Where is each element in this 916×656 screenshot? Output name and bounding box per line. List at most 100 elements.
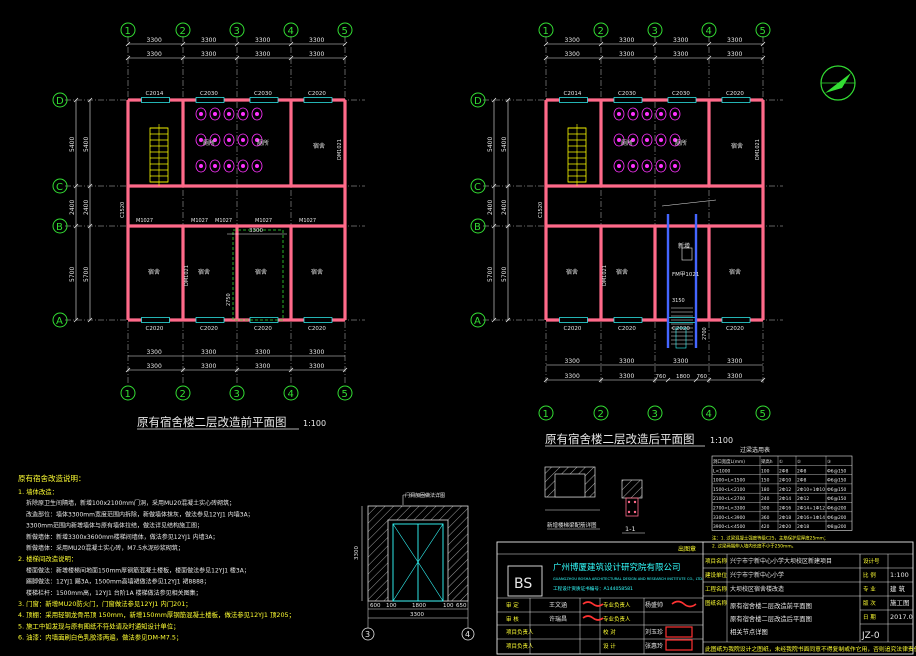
axis-label-left: A [474,316,481,327]
note-line: 踢脚做法：12YJ1 踢3A，1500mm高墙裙做法参见12YJ1 裙8888； [26,578,210,586]
toilet-fixture [251,133,263,147]
lintel-cell: 2Ф12 [797,496,809,502]
note-line: 5. 施工中如发现与原有图纸不符处请及时通知设计单位； [18,621,180,630]
dim-text-bottom: 3300 [619,358,634,365]
window-bottom [141,317,170,323]
dim-2750: 2750 [226,293,232,306]
signature-mark [582,615,604,621]
right-label: 专 业 [863,585,876,593]
lintel-cell: 3900<L<4500 [713,524,745,530]
window-tag-top: C2014 [564,91,582,97]
right-label: 设计号 [863,557,880,565]
door-tag: M1027 [299,218,316,224]
toilet-fixture [209,107,221,121]
dim-tick [87,97,93,103]
sign-role: 审 定 [506,601,519,609]
signer-name: 王文涵 [549,601,567,609]
axis-bubble-left [470,218,486,234]
drawing-no: JZ-0 [861,631,880,641]
dim-text-top: 3300 [255,51,270,58]
detail-height: 3300 [354,546,360,560]
toilet-fixture [195,133,207,147]
window-top [141,97,170,103]
dim-tick [125,367,131,373]
drawing-name-line: 相关节点详图 [730,627,768,636]
door-tag: M1027 [191,218,208,224]
toilet-fixture-dot [617,112,621,116]
detail-dim-3: 100 [443,603,454,609]
axis-label-top: 3 [234,26,240,37]
dim-tick [505,183,511,189]
toilet-fixture-dot [255,138,259,142]
dim-text-top: 3300 [727,37,742,44]
sign-role-2: 专业负责人 [603,601,631,609]
dim-tick [760,55,766,61]
lintel-cell: 2Ф10 [779,478,791,484]
lintel-header: ② [797,459,801,465]
toilet-fixture [195,107,207,121]
axis-label-top: 4 [706,26,712,37]
lintel-cell: 2Ф16 [779,506,791,512]
sign-role-2: 设 计 [603,642,616,650]
notes-title: 原有宿舍改造说明： [18,473,86,483]
plan-after-scale: 1:100 [710,436,733,445]
lintel-cell: 240 [761,496,770,502]
lintel-cell: Ф6@200 [827,506,847,512]
lintel-cell: 2Ф12 [779,487,791,493]
signature-mark [582,601,604,607]
dim-text-bottom2: 3300 [619,373,634,380]
axis-label-bottom: 4 [288,389,294,400]
dim-tick [73,183,79,189]
leader [661,199,717,207]
window-top [195,97,225,103]
detail-dim-1: 100 [386,603,397,609]
dim-tick [652,377,658,383]
axis-label-bottom: 5 [342,389,348,400]
axis-bubble-top [593,22,609,38]
toilet-fixture-dot [213,164,217,168]
dim-text-top: 3300 [147,51,162,58]
plan-before-scale: 1:100 [303,419,326,428]
dim-text-bottom2: 760 [697,374,708,380]
room-label: 宿舍 [729,268,741,276]
lintel-header: 洞口宽度L(mm) [713,458,745,465]
dim-text-top: 3300 [727,51,742,58]
toilet-fixture-dot [645,164,649,168]
toilet-fixture [223,107,235,121]
detail-total: 3300 [410,612,424,618]
right-value: 建 筑 [890,584,906,593]
detail-lintel-label: 门洞加固做法详图 [405,492,445,499]
note-line: 楼面做法：新增楼梯间地面150mm厚钢筋混凝土楼板，楼面做法参见12YJ1 楼3… [26,566,250,574]
axis-bubble-bottom [701,405,717,421]
toilet-fixture-dot [645,138,649,142]
axis-label-top: 5 [342,26,348,37]
window-top [303,97,333,103]
lintel-cell: Ф6@150 [827,468,847,474]
right-value: 1:100 [890,571,909,579]
lintel-cell: Ф6@150 [827,496,847,502]
dim-tick [125,41,131,47]
window-tag-top: C2030 [200,91,218,97]
axis-label-left: D [474,96,482,107]
axis-bubble-left [52,178,68,194]
signature-mark [671,600,697,608]
axis-label-top: 2 [180,26,186,37]
dim-2700: 2700 [702,327,708,340]
dim-text-bottom2: 760 [656,374,667,380]
dim-tick [760,377,766,383]
footer-note: 此图纸为我院设计之图纸，未经我院书面同意不得复制或作它用，否则追究法律责任。 [705,645,916,653]
axis-bubble-left [470,92,486,108]
dim-tick [342,41,348,47]
toilet-fixture-dot [199,138,203,142]
dim-tick [342,367,348,373]
toilet-fixture [209,133,221,147]
dim-text-top: 3300 [201,37,216,44]
dim-text-top: 3300 [309,51,324,58]
toilet-fixture-dot [255,112,259,116]
refurb-area [232,229,284,321]
axis-label-top: 2 [598,26,604,37]
signer-name: 杨盛帅 [645,601,663,609]
project-label: 图纸名称 [705,599,728,607]
